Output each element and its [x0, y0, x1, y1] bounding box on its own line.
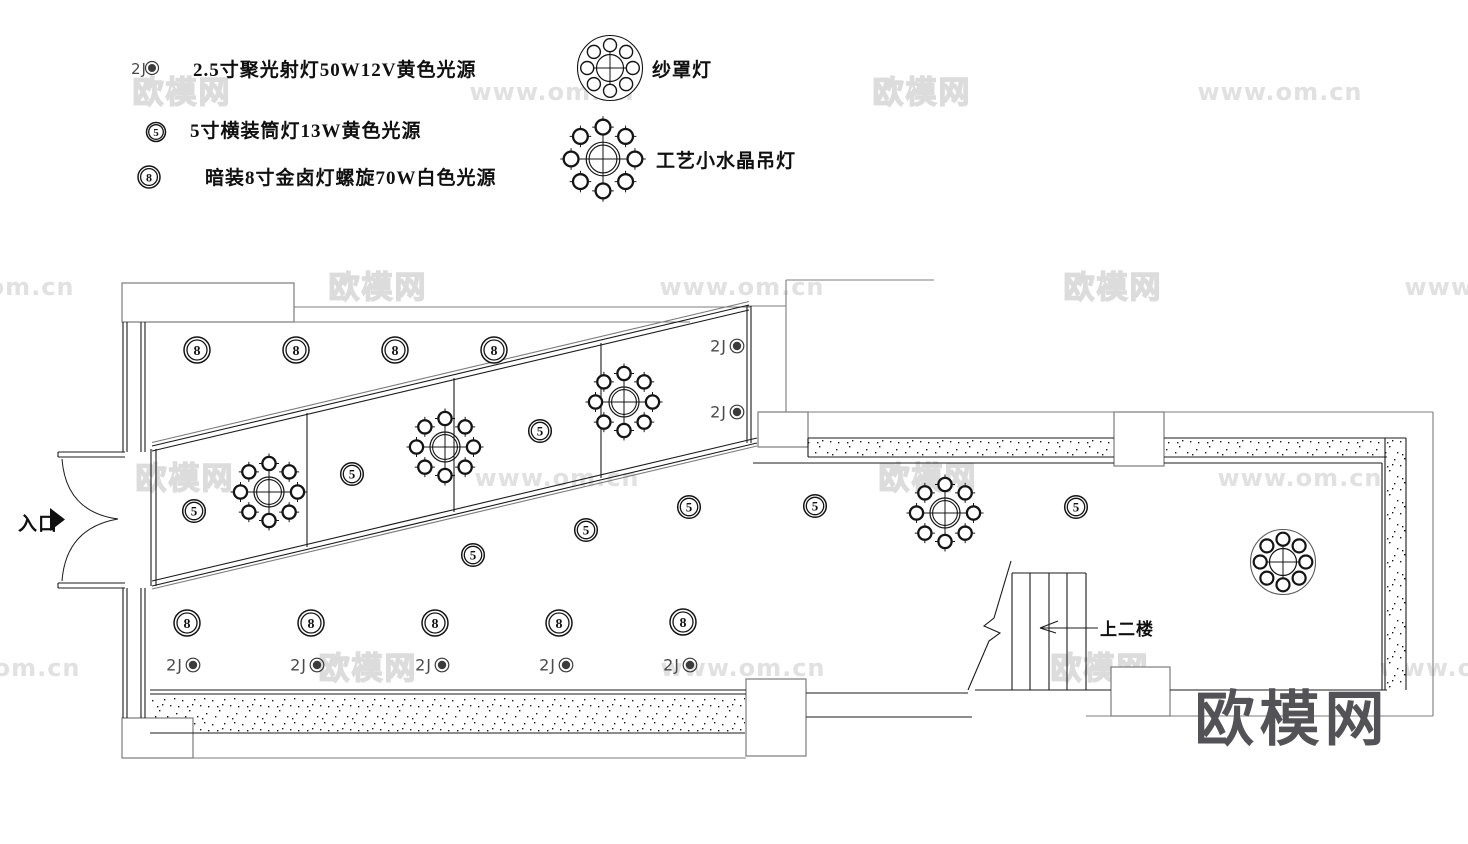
svg-text:8: 8: [146, 170, 152, 184]
svg-text:纱罩灯: 纱罩灯: [652, 59, 712, 81]
spotlight-2j-marker: 2J: [539, 656, 574, 675]
svg-text:2J: 2J: [539, 656, 556, 675]
svg-text:www.om.cn: www.om.cn: [0, 654, 81, 682]
recessed-8-symbol: 8: [669, 608, 697, 636]
svg-text:欧模网: 欧模网: [136, 461, 235, 497]
structure-black: [57, 304, 1407, 734]
downlight-5-symbol: 5: [802, 493, 828, 519]
svg-text:8: 8: [184, 617, 191, 632]
recessed-8-symbol: 8: [480, 336, 508, 364]
svg-text:www.om.cn: www.om.cn: [0, 273, 75, 301]
structure-gray: [121, 279, 1434, 759]
recessed-8-symbol: 8: [381, 336, 409, 364]
svg-text:工艺小水晶吊灯: 工艺小水晶吊灯: [656, 150, 796, 172]
legend-downlight-5: 5: [145, 121, 167, 143]
svg-text:2J: 2J: [710, 403, 727, 422]
svg-text:8: 8: [432, 617, 439, 632]
legend-halide-8: 8: [137, 165, 161, 189]
svg-text:暗装8寸金卤灯螺旋70W白色光源: 暗装8寸金卤灯螺旋70W白色光源: [205, 166, 497, 189]
svg-text:www.om.cn: www.om.cn: [1404, 273, 1468, 301]
entrance-arrow: [50, 508, 65, 531]
svg-text:欧模网: 欧模网: [1195, 685, 1390, 755]
svg-text:上二楼: 上二楼: [1100, 619, 1154, 639]
recessed-8-symbol: 8: [173, 609, 201, 637]
svg-text:2J: 2J: [131, 60, 147, 78]
recessed-8-symbol: 8: [183, 336, 211, 364]
downlight-5-symbol: 5: [676, 494, 702, 520]
legend: 2J 2.5寸聚光射灯50W12V黄色光源 5 5寸横装筒灯13W黄色光源 8 暗装8寸金…: [131, 58, 796, 189]
downlight-5-symbol: 5: [527, 418, 553, 444]
spotlight-2j-marker: 2J: [290, 656, 325, 675]
svg-text:8: 8: [308, 617, 315, 632]
svg-text:8: 8: [491, 344, 498, 359]
recessed-8-symbol: 8: [282, 336, 310, 364]
svg-text:8: 8: [392, 344, 399, 359]
recessed-8-symbol: 8: [545, 609, 573, 637]
svg-text:8: 8: [293, 344, 300, 359]
wall-hatch-bands: [150, 439, 1406, 733]
spotlight-2j-marker: 2J: [166, 656, 201, 675]
svg-text:欧模网: 欧模网: [319, 651, 418, 687]
svg-text:2J: 2J: [663, 656, 680, 675]
recessed-8-symbol: 8: [421, 609, 449, 637]
legend-crystal-chandelier: [560, 116, 646, 202]
svg-text:2J: 2J: [290, 656, 307, 675]
legend-spotlight-2j: 2J 2.5寸聚光射灯50W12V黄色光源: [131, 58, 476, 81]
spotlight-2j-marker: 2J: [415, 656, 450, 675]
svg-text:2.5寸聚光射灯50W12V黄色光源: 2.5寸聚光射灯50W12V黄色光源: [193, 58, 476, 81]
downlight-5-symbol: 5: [573, 517, 599, 543]
gauze-lamp-symbol: [1249, 528, 1317, 596]
svg-text:8: 8: [194, 344, 201, 359]
crystal-chandelier-symbol: [585, 363, 663, 441]
svg-text:欧模网: 欧模网: [329, 270, 428, 306]
svg-text:5寸横装筒灯13W黄色光源: 5寸横装筒灯13W黄色光源: [190, 119, 422, 142]
svg-text:5: 5: [686, 500, 693, 515]
svg-text:5: 5: [349, 467, 356, 482]
svg-text:2J: 2J: [166, 656, 183, 675]
svg-text:www.om.cn: www.om.cn: [1217, 464, 1382, 492]
downlight-5-symbol: 5: [181, 498, 207, 524]
svg-text:5: 5: [583, 523, 590, 538]
recessed-8-symbol: 8: [297, 609, 325, 637]
downlight-5-symbol: 5: [460, 542, 486, 568]
svg-text:5: 5: [537, 424, 544, 439]
svg-text:2J: 2J: [415, 656, 432, 675]
svg-text:8: 8: [680, 616, 687, 631]
big-watermark: 欧模网: [1195, 685, 1390, 755]
legend-gauze-lamp: [576, 34, 644, 102]
svg-text:www.om.cn: www.om.cn: [660, 654, 825, 682]
downlight-5-symbol: 5: [1063, 494, 1089, 520]
spotlight-2j-marker: 2J: [663, 656, 698, 675]
svg-text:www.om.cn: www.om.cn: [474, 464, 639, 492]
svg-text:5: 5: [191, 504, 198, 519]
svg-text:5: 5: [470, 548, 477, 563]
stair-break-line: [967, 560, 1012, 691]
svg-text:5: 5: [153, 127, 159, 139]
svg-text:8: 8: [556, 617, 563, 632]
svg-text:5: 5: [812, 499, 819, 514]
crystal-chandelier-symbol: [230, 453, 308, 531]
crystal-chandelier-symbol: [906, 474, 984, 552]
downlight-5-symbol: 5: [339, 461, 365, 487]
svg-text:www.om.cn: www.om.cn: [1197, 78, 1362, 106]
entrance-door: [61, 458, 119, 582]
spotlight-2j-marker: 2J: [710, 337, 745, 356]
svg-text:www.om.cn: www.om.cn: [659, 273, 824, 301]
svg-text:2J: 2J: [710, 337, 727, 356]
spotlight-2j-marker: 2J: [710, 403, 745, 422]
svg-text:欧模网: 欧模网: [1064, 270, 1163, 306]
svg-text:欧模网: 欧模网: [873, 75, 972, 111]
crystal-chandelier-symbol: [406, 408, 484, 486]
svg-text:欧模网: 欧模网: [133, 75, 232, 111]
svg-text:5: 5: [1073, 500, 1080, 515]
stair-break: [967, 560, 1012, 691]
svg-text:入口: 入口: [18, 513, 58, 535]
